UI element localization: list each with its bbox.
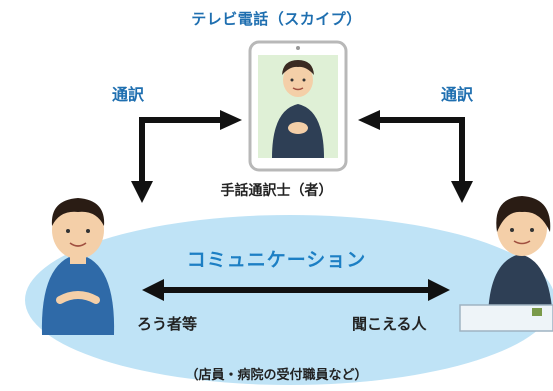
hearing-person-icon bbox=[459, 196, 553, 332]
deaf-person-label: ろう者等 bbox=[137, 315, 198, 333]
deaf-person-icon bbox=[41, 198, 115, 335]
right-interpret-arrow bbox=[358, 110, 473, 203]
interpret-right-label: 通訳 bbox=[441, 85, 474, 104]
communication-label: コミュニケーション bbox=[186, 249, 367, 271]
top-title: テレビ電話（スカイプ） bbox=[191, 10, 362, 28]
interpreter-person-icon bbox=[272, 60, 324, 158]
footnote-caption: （店員・病院の受付職員など） bbox=[185, 368, 368, 383]
interpret-left-label: 通訳 bbox=[112, 85, 145, 104]
hearing-person-label: 聞こえる人 bbox=[352, 315, 427, 333]
communication-ellipse bbox=[25, 215, 553, 385]
interpreter-label: 手話通訳士（者） bbox=[220, 183, 333, 199]
tablet-device bbox=[248, 40, 348, 172]
left-interpret-arrow bbox=[131, 110, 242, 203]
communication-arrow bbox=[142, 279, 450, 301]
